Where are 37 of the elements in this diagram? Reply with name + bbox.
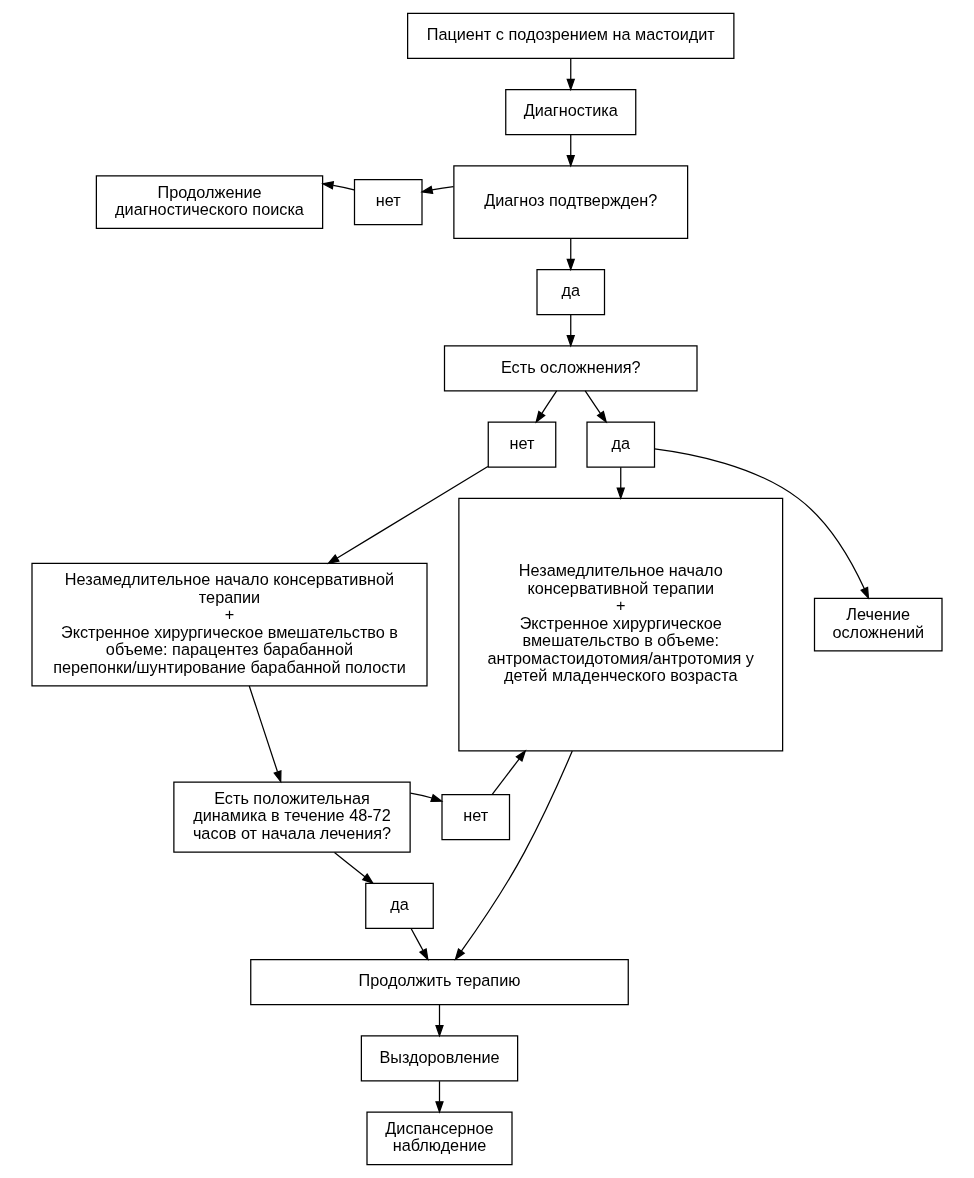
arrow	[435, 1080, 444, 1114]
node-box: Диагностика	[505, 89, 637, 136]
node-box: Лечение осложнений	[813, 597, 943, 652]
arrow	[326, 465, 489, 565]
arrow	[491, 749, 527, 796]
node-box: Пациент с подозрением на мастоидит	[407, 12, 735, 59]
node-box: да	[586, 421, 656, 468]
arrow	[435, 1004, 444, 1038]
arrow	[409, 792, 444, 803]
arrow	[535, 390, 558, 424]
node-box: Продолжение диагностического поиска	[95, 175, 324, 229]
node-box: Есть положительная динамика в течение 48-72 часов от начала лечения?	[173, 781, 411, 853]
node-box: нет	[353, 179, 423, 226]
arrow	[333, 851, 375, 885]
node-box: Диагноз подтвержден?	[453, 165, 689, 239]
arrow	[420, 185, 455, 194]
arrow	[566, 314, 576, 348]
node-box: нет	[441, 794, 511, 841]
node-box: нет	[487, 421, 557, 468]
arrow	[454, 750, 573, 961]
arrow	[566, 134, 576, 168]
node-box: Выздоровление	[360, 1035, 519, 1082]
arrow	[566, 57, 576, 92]
node-box: Есть осложнения?	[443, 345, 698, 392]
node-box: Продолжить терапию	[250, 959, 629, 1006]
node-box: Диспансерное наблюдение	[366, 1111, 513, 1166]
arrow	[248, 685, 282, 784]
node-box: да	[365, 882, 434, 929]
arrow	[584, 390, 608, 424]
arrow	[566, 237, 576, 272]
node-box: Незамедлительное начало консервативной терапии + Экстренное хирургическое вмешательство в объеме: антромастоидотомия/антротомия у детей младенческого возраста	[458, 497, 784, 752]
arrow	[321, 181, 355, 191]
node-box: да	[536, 269, 606, 316]
arrow	[616, 466, 626, 500]
arrow	[654, 448, 870, 600]
arrow	[410, 927, 429, 961]
node-box: Незамедлительное начало консервативной терапии + Экстренное хирургическое вмешательство в объеме: парацентез барабанной перепонки/шунтирование барабанной полости	[31, 562, 428, 687]
